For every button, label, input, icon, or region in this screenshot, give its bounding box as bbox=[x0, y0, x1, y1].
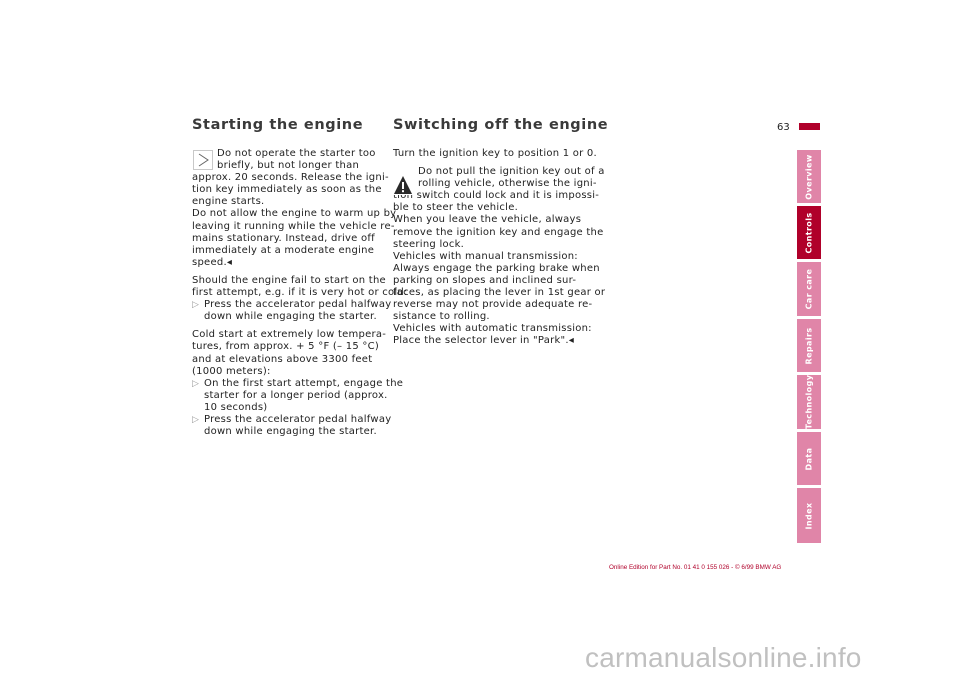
tab-controls[interactable]: Controls bbox=[797, 206, 821, 259]
bullet-text: starter for a longer period (approx. bbox=[204, 389, 388, 401]
bullet-item: ▷ On the first start attempt, engage the bbox=[192, 378, 403, 390]
body-line: Cold start at extremely low tempera- bbox=[192, 329, 387, 341]
bullet-text: 10 seconds) bbox=[204, 401, 268, 413]
body-line: remove the ignition key and engage the bbox=[393, 226, 604, 238]
body-line: immediately at a moderate engine bbox=[192, 244, 375, 256]
intro-line: Turn the ignition key to position 1 or 0… bbox=[393, 148, 597, 159]
section-heading-switching-off: Switching off the engine bbox=[393, 117, 609, 133]
body-line: tion key immediately as soon as the bbox=[192, 184, 382, 196]
body-line: sistance to rolling. bbox=[393, 311, 490, 323]
tab-label: Overview bbox=[804, 153, 814, 200]
page-number: 63 bbox=[777, 122, 790, 133]
body-line: mains stationary. Instead, drive off bbox=[192, 232, 375, 244]
body-line: reverse may not provide adequate re- bbox=[393, 299, 593, 311]
body-line: Always engage the parking brake when bbox=[393, 262, 600, 274]
body-line: tures, from approx. + 5 °F (– 15 °C) bbox=[192, 341, 380, 353]
body-line: engine starts. bbox=[192, 196, 265, 208]
note-arrow-icon bbox=[193, 150, 213, 170]
bullet-item: ▷ Press the accelerator pedal halfway bbox=[192, 414, 392, 426]
bullet-text: down while engaging the starter. bbox=[204, 426, 377, 438]
bullet-item: ▷ Press the accelerator pedal halfway bbox=[192, 299, 392, 311]
tab-overview[interactable]: Overview bbox=[797, 150, 821, 203]
body-line: faces, as placing the lever in 1st gear … bbox=[393, 287, 606, 299]
bullet-text: Press the accelerator pedal halfway bbox=[204, 413, 392, 425]
right-column: Turn the ignition key to position 1 or 0… bbox=[393, 148, 606, 348]
footer-edition-note: Online Edition for Part No. 01 41 0 155 … bbox=[609, 564, 782, 571]
body-line: Should the engine fail to start on the bbox=[192, 274, 386, 286]
body-line: parking on slopes and inclined sur- bbox=[393, 274, 577, 286]
body-line: approx. 20 seconds. Release the igni- bbox=[192, 172, 389, 184]
body-line: ble to steer the vehicle. bbox=[393, 202, 519, 214]
body-line: (1000 meters): bbox=[192, 365, 271, 377]
bullet-arrow-icon: ▷ bbox=[192, 378, 200, 389]
tab-label: Technology bbox=[804, 374, 814, 430]
body-line: and at elevations above 3300 feet bbox=[192, 353, 373, 365]
warning-line: rolling vehicle, otherwise the igni- bbox=[418, 178, 597, 190]
warning-line: Do not pull the ignition key out of a bbox=[418, 166, 605, 178]
body-line: steering lock. bbox=[393, 238, 465, 250]
bullet-arrow-icon: ▷ bbox=[192, 414, 200, 425]
chapter-tabs: Overview Controls Car care Repairs Techn… bbox=[797, 150, 821, 543]
section-heading-starting: Starting the engine bbox=[192, 117, 364, 133]
body-line: When you leave the vehicle, always bbox=[393, 214, 582, 226]
body-line: leaving it running while the vehicle re- bbox=[192, 220, 395, 232]
body-line: tion switch could lock and it is impossi… bbox=[393, 190, 600, 202]
tab-label: Repairs bbox=[804, 327, 814, 364]
tab-label: Index bbox=[804, 502, 814, 529]
bullet-arrow-icon: ▷ bbox=[192, 300, 200, 311]
bullet-text: Press the accelerator pedal halfway bbox=[204, 299, 392, 311]
tab-car-care[interactable]: Car care bbox=[797, 262, 821, 316]
body-line: Vehicles with automatic transmission: bbox=[393, 323, 592, 335]
body-line: Place the selector lever in "Park".◂ bbox=[393, 335, 575, 347]
tab-index[interactable]: Index bbox=[797, 488, 821, 543]
warning-triangle-icon bbox=[393, 175, 413, 195]
page-marker-bar bbox=[799, 123, 820, 130]
watermark: carmanualsonline.info bbox=[585, 642, 862, 673]
note-line: briefly, but not longer than bbox=[217, 160, 360, 172]
tab-label: Controls bbox=[804, 211, 814, 254]
note-line: Do not operate the starter too bbox=[217, 148, 376, 159]
tab-label: Car care bbox=[804, 268, 814, 310]
left-column: Do not operate the starter too briefly, … bbox=[192, 148, 408, 438]
body-line: speed.◂ bbox=[192, 256, 233, 268]
tab-data[interactable]: Data bbox=[797, 432, 821, 485]
tab-label: Data bbox=[804, 447, 814, 470]
body-line: first attempt, e.g. if it is very hot or… bbox=[192, 287, 408, 299]
bullet-text: On the first start attempt, engage the bbox=[204, 377, 404, 389]
body-line: Vehicles with manual transmission: bbox=[393, 250, 578, 262]
bullet-text: down while engaging the starter. bbox=[204, 311, 377, 323]
tab-repairs[interactable]: Repairs bbox=[797, 319, 821, 372]
tab-technology[interactable]: Technology bbox=[797, 375, 821, 429]
body-line: Do not allow the engine to warm up by bbox=[192, 208, 397, 220]
